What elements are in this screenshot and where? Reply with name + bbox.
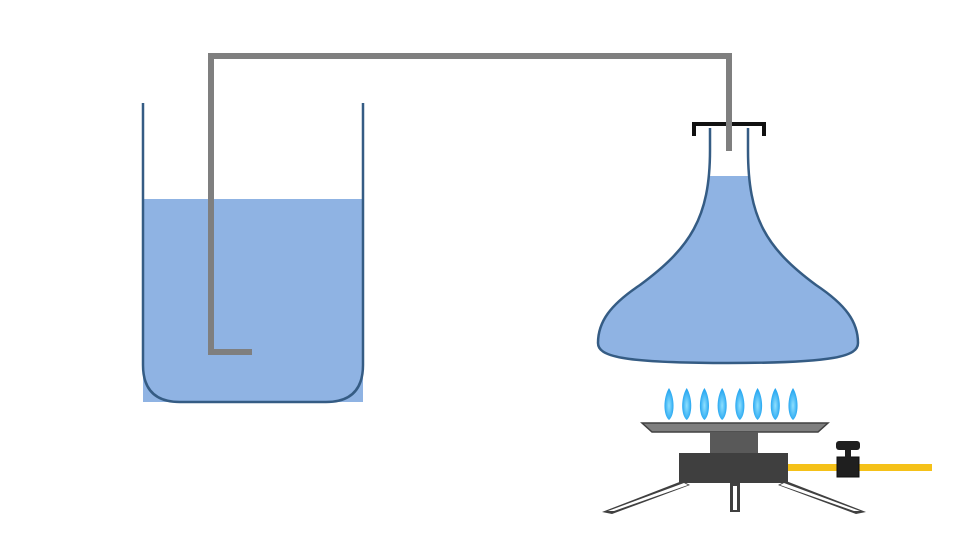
flame-icon xyxy=(717,388,727,420)
valve-handle[interactable] xyxy=(836,441,860,450)
flame-icon xyxy=(753,388,763,420)
gas-hose-icon xyxy=(788,464,932,471)
flame-group xyxy=(664,388,798,420)
flame-icon xyxy=(788,388,798,420)
flame-icon xyxy=(664,388,674,420)
flame-icon xyxy=(699,388,709,420)
flame-icon xyxy=(682,388,692,420)
flask-outline xyxy=(596,128,860,365)
beaker-water-seam xyxy=(143,360,363,366)
burner-plate xyxy=(640,422,830,433)
flask-water xyxy=(598,176,858,363)
beaker xyxy=(141,103,365,404)
valve-stem xyxy=(845,449,851,458)
valve-icon[interactable] xyxy=(836,441,860,478)
burner-stand xyxy=(602,481,866,514)
gas-burner-icon xyxy=(602,388,866,514)
flame-icon xyxy=(735,388,745,420)
flask xyxy=(596,128,860,365)
flame-icon xyxy=(770,388,780,420)
valve-body[interactable] xyxy=(836,456,860,478)
beaker-water-bottom xyxy=(143,360,363,402)
beaker-outline xyxy=(141,103,365,404)
burner-neck xyxy=(710,432,758,454)
burner-base xyxy=(679,453,788,483)
bent-tube-icon xyxy=(208,53,732,355)
